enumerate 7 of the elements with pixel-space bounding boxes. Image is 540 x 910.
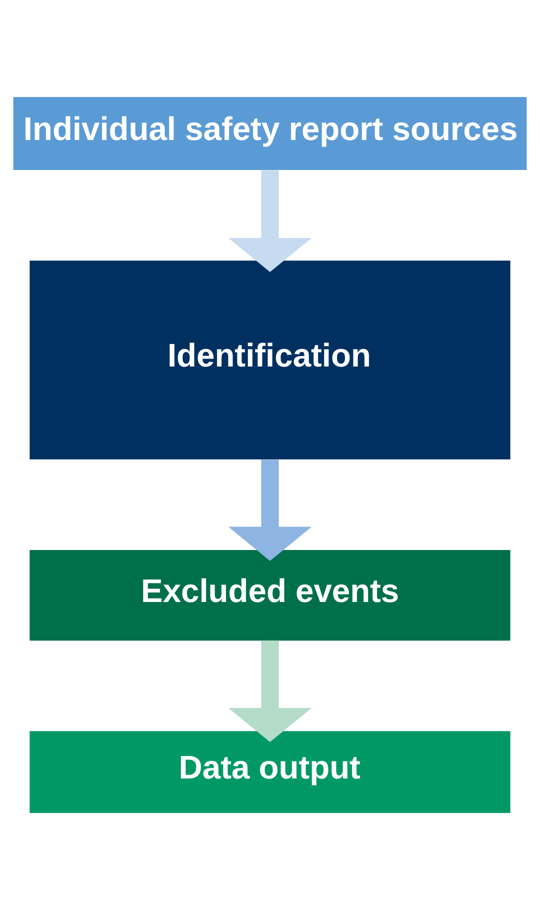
arrow <box>228 640 312 742</box>
node-box: Individual safety report sources <box>13 97 527 170</box>
arrow <box>228 170 312 272</box>
node-box: Identification <box>30 260 510 460</box>
node-box: Excluded events <box>30 550 510 641</box>
arrow <box>228 460 312 561</box>
node-box: Data output <box>30 731 510 813</box>
